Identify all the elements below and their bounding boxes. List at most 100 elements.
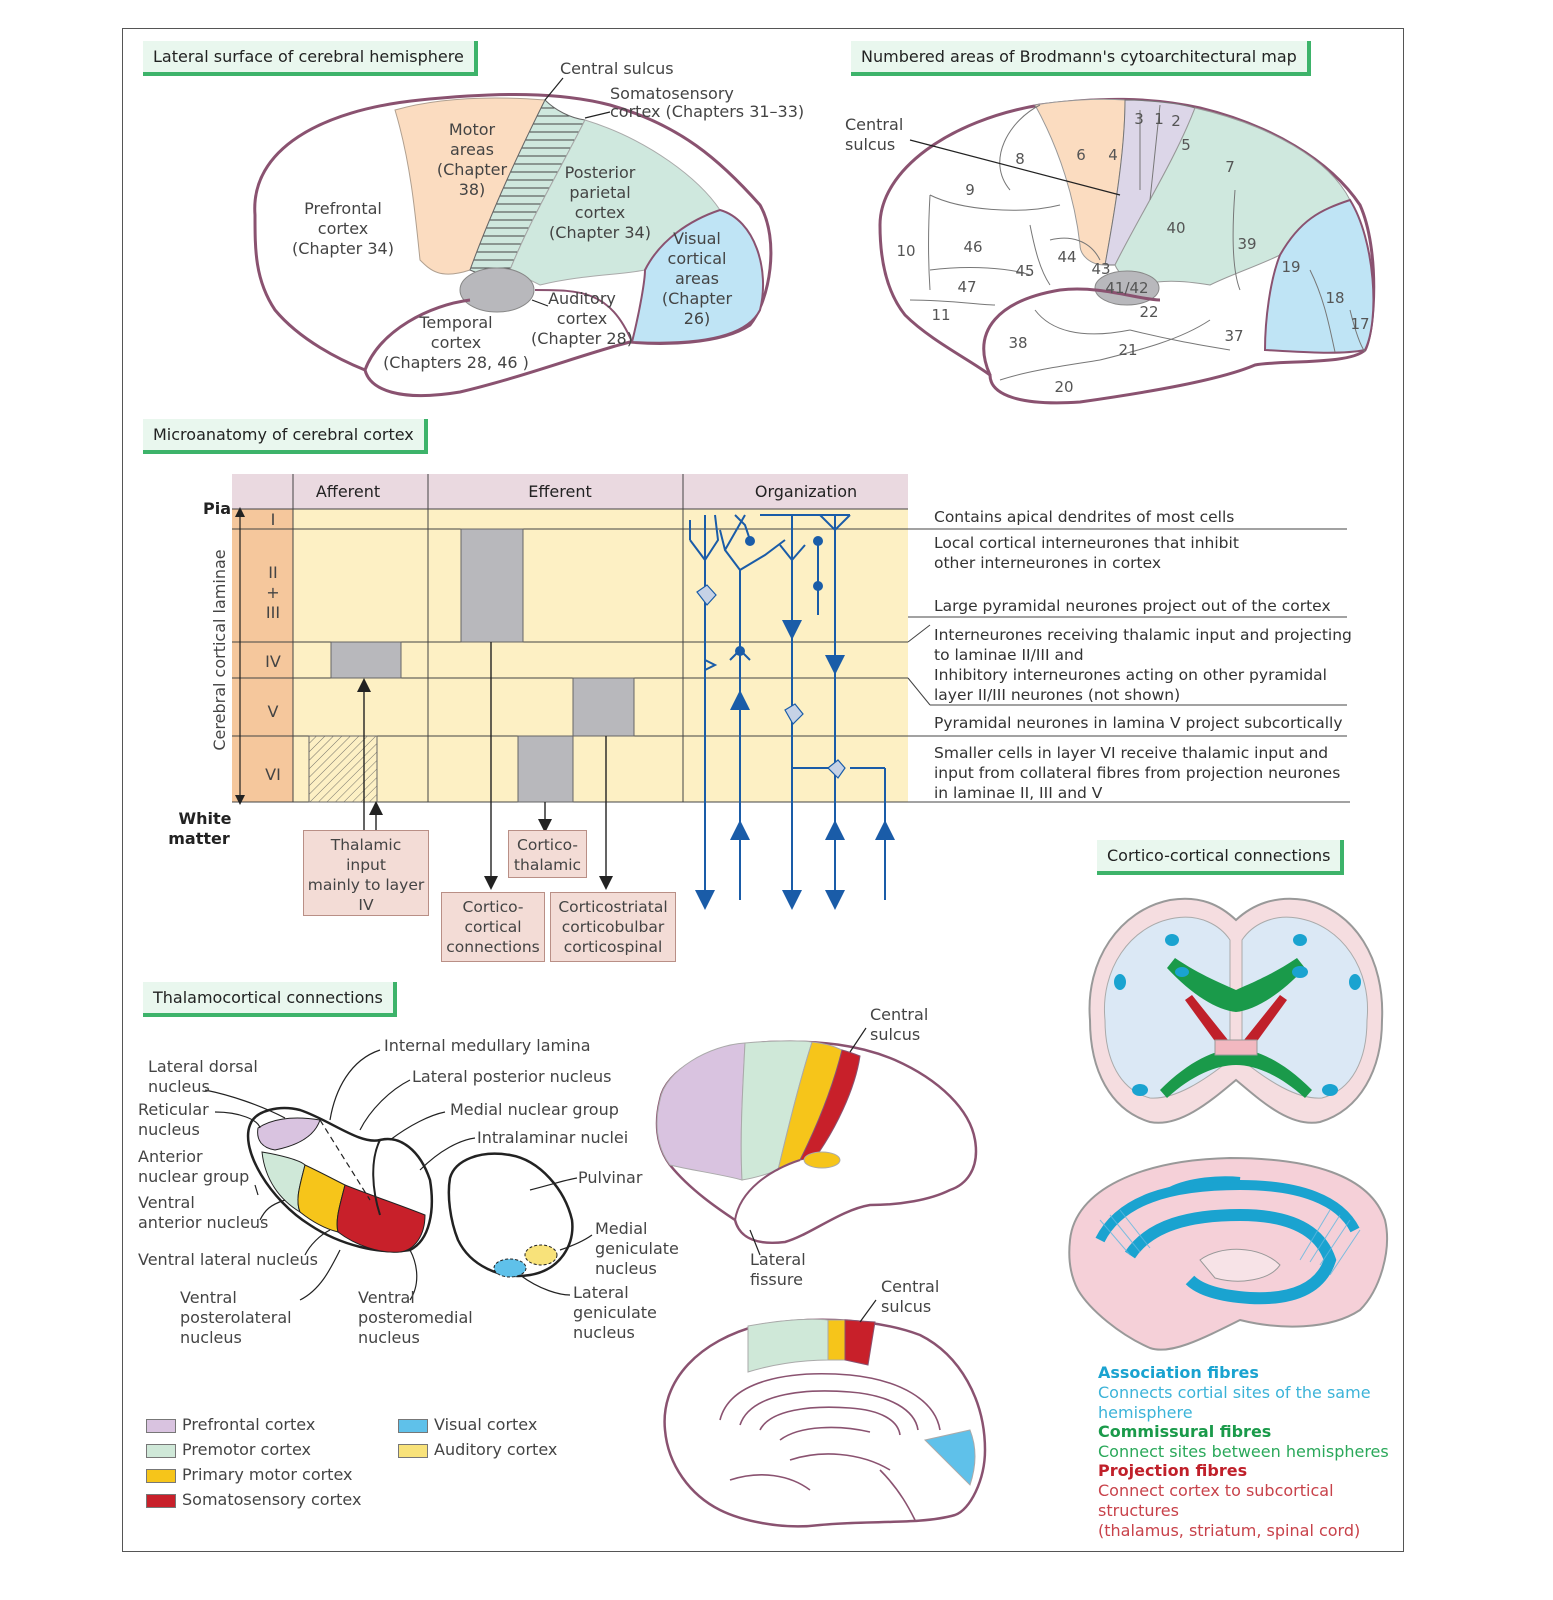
brodmann-area-6: 6: [1076, 146, 1086, 164]
brodmann-area-46: 46: [963, 238, 982, 256]
legend-label: Visual cortex: [434, 1415, 538, 1434]
legend-item-visual: Visual cortex: [398, 1415, 537, 1434]
label-vis-5: 26): [684, 309, 711, 328]
legend-swatch: [146, 1493, 176, 1508]
label-aud-1: Auditory: [548, 289, 616, 308]
brodmann-area-9: 9: [965, 181, 975, 199]
box-ct-line-1: Cortico-: [517, 836, 578, 854]
brodmann-area-8: 8: [1015, 150, 1025, 168]
label-central-sulcus: Central sulcus: [560, 59, 674, 78]
layer-III: III: [266, 603, 280, 622]
posterior-parietal: [509, 119, 721, 286]
box-thal-line-2: input: [346, 856, 386, 874]
fibre-proj-desc-1: Connect cortex to subcortical: [1098, 1481, 1334, 1500]
box-thal-line-3: mainly to layer: [307, 876, 425, 894]
label-vis-1: Visual: [673, 229, 721, 248]
label-reticular-1: Reticular: [138, 1100, 209, 1119]
legend-swatch: [398, 1443, 428, 1458]
layer-VI: VI: [265, 765, 281, 784]
label-vis-4: (Chapter: [662, 289, 733, 308]
label-white-2: matter: [168, 829, 230, 848]
label-lat-fissure-1: Lateral: [750, 1250, 806, 1269]
figure-frame: [122, 28, 1404, 1552]
desc-layer-IV-2: to laminae II/III and: [934, 646, 1084, 664]
label-lat-posterior: Lateral posterior nucleus: [412, 1067, 611, 1086]
brodmann-area-41-42: 41/42: [1105, 279, 1148, 297]
legend-label: Premotor cortex: [182, 1440, 312, 1459]
label-lg-1: Lateral: [573, 1283, 629, 1302]
fibre-assoc-desc-2: hemisphere: [1098, 1403, 1193, 1422]
desc-layer-VI-3: in laminae II, III and V: [934, 784, 1103, 802]
brodmann-area-2: 2: [1171, 112, 1181, 130]
neuron-drawings: [689, 514, 886, 900]
label-motor-4: 38): [459, 180, 486, 199]
label-motor-3: (Chapter: [437, 160, 508, 179]
title-microanatomy: Microanatomy of cerebral cortex: [143, 419, 428, 454]
sagittal-section: [1068, 1156, 1388, 1351]
brodmann-area-5: 5: [1181, 136, 1191, 154]
label-anterior-1: Anterior: [138, 1147, 203, 1166]
label-white-1: White: [178, 809, 231, 828]
brodmann-area-40: 40: [1166, 219, 1185, 237]
fibre-proj-desc-3: (thalamus, striatum, spinal cord): [1098, 1521, 1361, 1540]
label-medial-nuclear: Medial nuclear group: [450, 1100, 619, 1119]
brodmann-area-45: 45: [1015, 262, 1034, 280]
box-thal-line-1: Thalamic: [330, 836, 402, 854]
lateral-brain: Central sulcus Somatosensory cortex (Cha…: [253, 59, 804, 398]
col-organization: Organization: [755, 482, 857, 501]
fibre-assoc-desc-1: Connects cortial sites of the same: [1098, 1383, 1371, 1402]
desc-layer-V: Pyramidal neurones in lamina V project s…: [934, 714, 1343, 732]
brodmann-area-10: 10: [896, 242, 915, 260]
label-post-4: (Chapter 34): [549, 223, 651, 242]
legend-swatch: [146, 1443, 176, 1458]
legend-item-premotor: Premotor cortex: [146, 1440, 311, 1459]
label-aud-3: (Chapter 28): [531, 329, 633, 348]
brodmann-area-17: 17: [1350, 315, 1369, 333]
box-cs-line-2: corticobulbar: [561, 918, 665, 936]
brodmann-area-18: 18: [1325, 289, 1344, 307]
layer-I: I: [271, 510, 276, 529]
label-vpm-3: nucleus: [358, 1328, 420, 1347]
title-lateral-surface: Lateral surface of cerebral hemisphere: [143, 41, 478, 76]
label-lg-3: nucleus: [573, 1323, 635, 1342]
label-lat-dorsal-1: Lateral dorsal: [148, 1057, 258, 1076]
label-temp-1: Temporal: [418, 313, 492, 332]
label-motor-1: Motor: [449, 120, 496, 139]
box-cc-line-1: Cortico-: [462, 898, 524, 916]
coronal-section: [1088, 897, 1384, 1124]
label-vpm-1: Ventral: [358, 1288, 415, 1307]
box-corticothalamic: Cortico- thalamic: [508, 830, 587, 878]
layer-IV: IV: [265, 652, 281, 671]
box-thalamic-input: Thalamic input mainly to layer IV: [303, 830, 429, 916]
label-reticular-2: nucleus: [138, 1120, 200, 1139]
label-vpl-3: nucleus: [180, 1328, 242, 1347]
legend-item-auditory: Auditory cortex: [398, 1440, 557, 1459]
label-pref-2: cortex: [318, 219, 368, 238]
box-cs-line-3: corticospinal: [563, 938, 663, 956]
col-afferent: Afferent: [316, 482, 380, 501]
label-central-1b: Central: [870, 1005, 928, 1024]
fibre-comm-desc: Connect sites between hemispheres: [1098, 1442, 1389, 1461]
label-int-med-lamina: Internal medullary lamina: [384, 1036, 591, 1055]
area-parietal: [1114, 107, 1351, 286]
label-va-1: Ventral: [138, 1193, 195, 1212]
label-anterior-2: nuclear group: [138, 1167, 249, 1186]
desc-layer-IV-4: layer II/III neurones (not shown): [934, 686, 1181, 704]
desc-layer-IV-3: Inhibitory interneurones acting on other…: [934, 666, 1327, 684]
thalamocortical-medial-brain: Central sulcus: [663, 1277, 987, 1528]
brodmann-area-4: 4: [1108, 146, 1118, 164]
label-pulvinar: Pulvinar: [578, 1168, 643, 1187]
brodmann-area-44: 44: [1057, 248, 1076, 266]
label-pia: Pia: [203, 499, 231, 518]
brodmann-area-19: 19: [1281, 258, 1300, 276]
label-central-4: sulcus: [881, 1297, 931, 1316]
brodmann-area-20: 20: [1054, 378, 1073, 396]
box-corticocortical: Cortico- cortical connections: [441, 892, 545, 962]
visual-areas: [630, 208, 764, 344]
microanatomy-table: Afferent Efferent Organization Pia White…: [168, 474, 1350, 910]
legend-item-primary-motor: Primary motor cortex: [146, 1465, 352, 1484]
label-central-2b: sulcus: [870, 1025, 920, 1044]
label-va-2: anterior nucleus: [138, 1213, 268, 1232]
